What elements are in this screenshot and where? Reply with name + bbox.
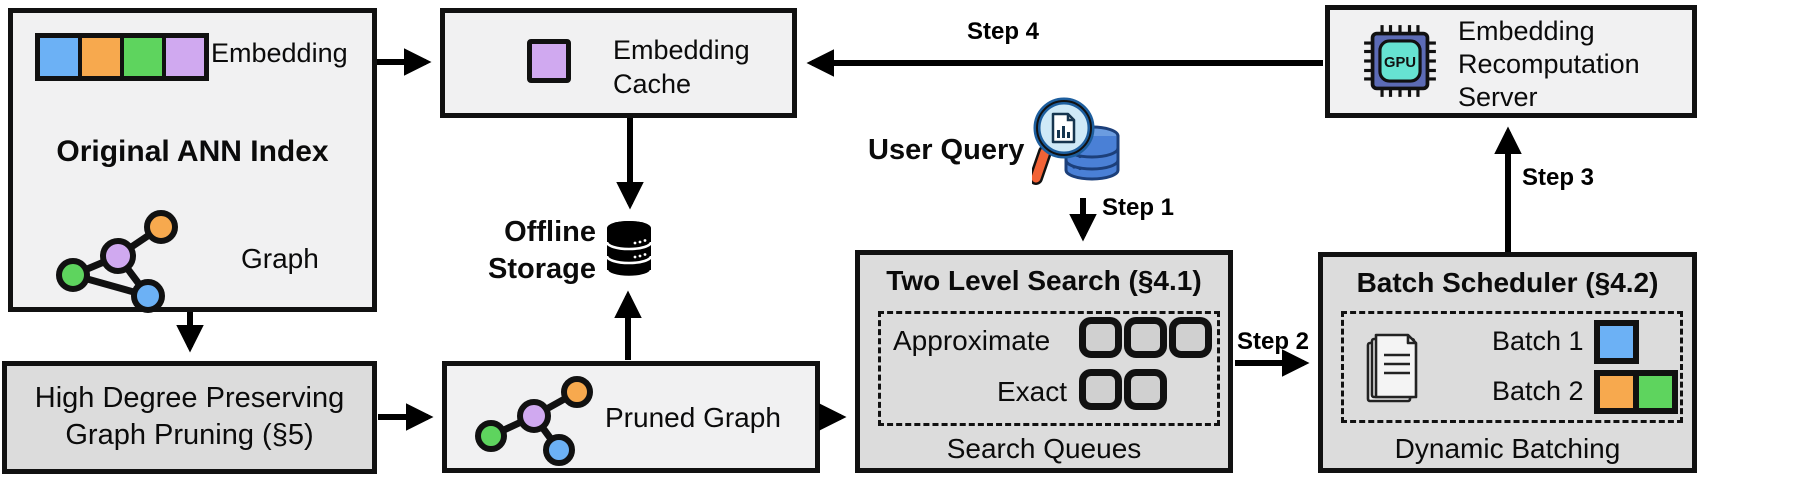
embedding-vector-strip <box>35 33 209 81</box>
embedding-cache-title-line1: Embedding <box>613 35 750 65</box>
approximate-queue-row <box>1079 317 1212 358</box>
step2-label: Step 2 <box>1236 328 1310 355</box>
batch2-square-green <box>1633 370 1678 414</box>
server-title-line3: Server <box>1458 82 1538 112</box>
two-level-search-box: Two Level Search (§4.1) Approximate Exac… <box>855 250 1233 473</box>
pruned-graph-box: Pruned Graph <box>442 361 820 473</box>
gpu-chip-icon: GPU <box>1364 25 1436 97</box>
original-ann-index-box: Embedding Original ANN Index Graph <box>8 8 377 313</box>
graph-pruning-title-line1: High Degree Preserving <box>34 382 345 414</box>
server-title-line1: Embedding <box>1458 16 1595 46</box>
exact-label: Exact <box>997 376 1068 407</box>
gpu-chip-text: GPU <box>1384 55 1416 71</box>
queue-slot <box>1079 369 1122 410</box>
step1-label: Step 1 <box>1102 194 1175 221</box>
batch-scheduler-box: Batch Scheduler (§4.2) Batch 1 Ba <box>1318 252 1697 473</box>
queue-slot <box>1079 317 1122 358</box>
batch2-label: Batch 2 <box>1492 376 1584 406</box>
embedding-cache-title-line2: Cache <box>613 69 692 99</box>
user-query-label: User Query <box>868 134 1025 166</box>
queue-slot <box>1124 369 1167 410</box>
queue-slot <box>1124 317 1167 358</box>
batch1-label: Batch 1 <box>1492 326 1584 356</box>
embedding-square-blue <box>40 38 78 76</box>
node-graph-icon <box>56 210 178 313</box>
recomputation-server-box: GPU Embedding Recomputation Server <box>1325 5 1697 118</box>
batch1-squares <box>1594 320 1639 364</box>
pruned-graph-title: Pruned Graph <box>605 402 781 433</box>
queue-slot <box>1169 317 1212 358</box>
batch-scheduler-title: Batch Scheduler (§4.2) <box>1356 267 1659 298</box>
magnifier-database-icon <box>1032 97 1120 185</box>
cached-embedding-square-icon <box>527 39 571 83</box>
search-queues-caption: Search Queues <box>946 433 1142 464</box>
step3-label: Step 3 <box>1522 164 1595 191</box>
offline-storage-label-line2: Storage <box>488 253 596 285</box>
embedding-square-green <box>124 38 162 76</box>
server-title-line2: Recomputation <box>1458 49 1640 79</box>
embedding-square-orange <box>82 38 120 76</box>
documents-icon <box>1366 333 1418 403</box>
two-level-search-title: Two Level Search (§4.1) <box>886 265 1202 296</box>
search-queues-region: Approximate Exact <box>878 311 1220 426</box>
original-ann-index-title: Original ANN Index <box>56 135 329 168</box>
embedding-label: Embedding <box>211 38 348 68</box>
graph-pruning-title-line2: Graph Pruning (§5) <box>65 419 314 451</box>
batch1-square-blue <box>1594 320 1639 364</box>
batch2-squares <box>1594 370 1678 414</box>
pruned-node-graph-icon <box>475 376 593 466</box>
graph-label: Graph <box>241 243 319 274</box>
approximate-label: Approximate <box>893 325 1051 356</box>
dynamic-batching-caption: Dynamic Batching <box>1394 433 1621 464</box>
exact-queue-row <box>1079 369 1167 410</box>
dynamic-batching-region: Batch 1 Batch 2 <box>1341 311 1683 423</box>
step4-label: Step 4 <box>966 18 1040 45</box>
database-icon <box>605 221 653 279</box>
offline-storage-label-line1: Offline <box>504 216 596 248</box>
graph-pruning-box: High Degree Preserving Graph Pruning (§5… <box>2 361 377 474</box>
embedding-cache-box: Embedding Cache <box>440 8 797 118</box>
embedding-square-purple <box>166 38 204 76</box>
